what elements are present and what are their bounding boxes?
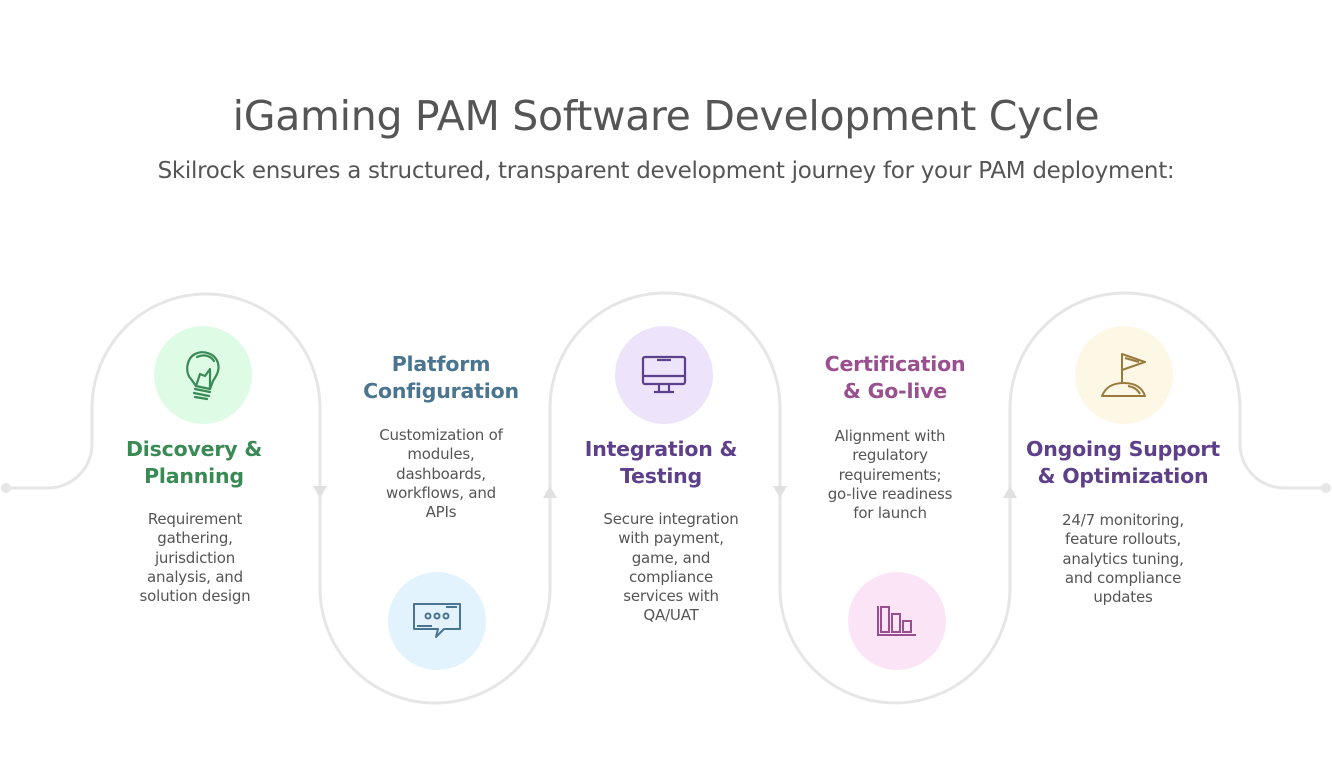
step-description: Secure integration with payment, game, a…	[581, 510, 761, 626]
description-line: solution design	[139, 587, 251, 606]
heading-line: Platform	[391, 352, 491, 376]
flag-icon	[1101, 353, 1146, 397]
heading-line: Integration &	[584, 437, 738, 461]
description-line: dashboards,	[396, 464, 486, 483]
description-line: updates	[1093, 588, 1153, 607]
chat-bubble-icon	[413, 603, 461, 638]
description-line: go-live readiness	[827, 484, 953, 503]
step-description: Alignment with regulatory requirements; …	[800, 427, 980, 523]
step-icon-circle	[388, 572, 486, 670]
serpentine-line	[6, 291, 1326, 705]
description-line: Secure integration	[603, 510, 739, 528]
description-line: workflows, and	[386, 483, 496, 502]
path-start-dot	[1, 483, 11, 493]
heading-line: & Go-live	[843, 379, 947, 403]
description-line: and compliance	[1064, 568, 1182, 587]
description-line: 24/7 monitoring,	[1062, 511, 1184, 529]
description-line: feature rollouts,	[1064, 530, 1182, 549]
arrow-down-icon	[773, 486, 787, 498]
description-line: for launch	[853, 504, 927, 523]
step-icon-circle	[615, 326, 713, 424]
step-heading: Certification & Go-live	[780, 351, 1010, 405]
description-line: gathering,	[157, 529, 233, 548]
step-icon-circle	[1075, 326, 1173, 424]
description-line: game, and	[631, 548, 711, 567]
description-line: regulatory	[852, 446, 928, 465]
heading-line: Configuration	[363, 379, 519, 403]
heading-line: Ongoing Support	[1026, 437, 1220, 461]
step-icon-circle	[154, 326, 252, 424]
page-subtitle: Skilrock ensures a structured, transpare…	[157, 158, 1175, 184]
step-heading: Ongoing Support & Optimization	[1008, 436, 1238, 490]
description-line: APIs	[425, 503, 457, 522]
heading-line: Certification	[824, 352, 966, 376]
description-line: requirements;	[838, 465, 942, 484]
page-title: iGaming PAM Software Development Cycle	[232, 92, 1100, 140]
description-line: Alignment with	[834, 427, 946, 445]
step-description: 24/7 monitoring, feature rollouts, analy…	[1033, 511, 1213, 607]
step-description: Requirement gathering, jurisdiction anal…	[105, 510, 285, 606]
description-line: services with	[623, 587, 719, 606]
lightbulb-icon	[186, 351, 220, 401]
heading-line: & Optimization	[1037, 464, 1209, 488]
monitor-icon	[641, 355, 687, 394]
description-line: jurisdiction	[154, 548, 236, 567]
arrow-down-icon	[313, 486, 327, 498]
arrow-up-icon	[543, 486, 557, 498]
description-line: compliance	[628, 567, 714, 586]
description-line: analysis, and	[147, 567, 243, 586]
bar-chart-icon	[877, 606, 916, 636]
step-heading: Discovery & Planning	[79, 436, 309, 490]
description-line: analytics tuning,	[1062, 549, 1184, 568]
description-line: Customization of	[379, 426, 503, 444]
step-description: Customization of modules, dashboards, wo…	[351, 426, 531, 522]
description-line: QA/UAT	[643, 606, 699, 625]
step-heading: Integration & Testing	[546, 436, 776, 490]
heading-line: Discovery &	[125, 437, 263, 461]
heading-line: Testing	[619, 464, 703, 488]
description-line: with payment,	[618, 529, 724, 548]
path-end-dot	[1321, 483, 1331, 493]
description-line: Requirement	[147, 510, 243, 528]
heading-line: Planning	[144, 464, 244, 488]
arrow-up-icon	[1003, 486, 1017, 498]
description-line: modules,	[407, 445, 475, 464]
step-heading: Platform Configuration	[326, 351, 556, 405]
step-icon-circle	[848, 572, 946, 670]
